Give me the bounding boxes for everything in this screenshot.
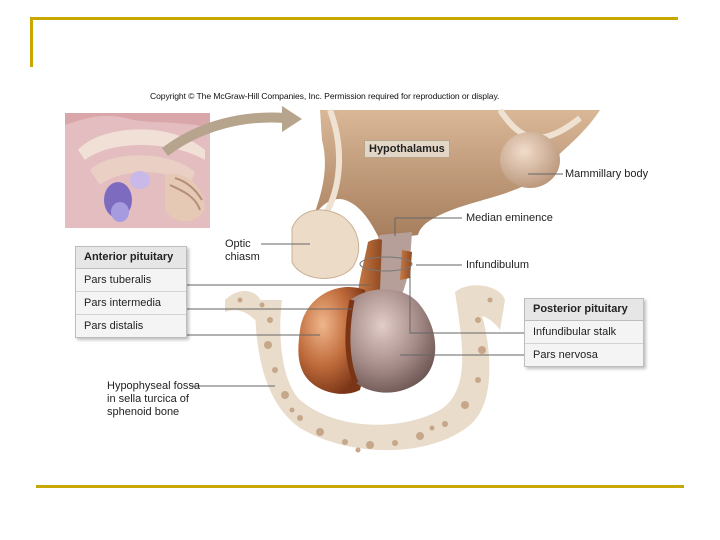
inset-arrow-head [282,106,302,132]
posterior-pituitary-title: Posterior pituitary [525,299,643,321]
inset-arrow [161,112,286,156]
anterior-item-pars-tuberalis: Pars tuberalis [76,269,186,292]
slide-border-left [30,17,33,67]
label-mammillary-body: Mammillary body [565,168,649,180]
label-optic-chiasm: Optic chiasm [225,238,260,263]
anterior-pituitary-box: Anterior pituitary Pars tuberalis Pars i… [75,246,187,338]
label-hypophyseal-fossa: Hypophyseal fossa in sella turcica of sp… [107,380,200,418]
brain-inset [65,113,210,228]
slide-border-top [30,17,678,20]
label-infundibulum: Infundibulum [466,259,529,271]
hypothalamus-tissue [310,108,600,240]
anterior-pituitary-title: Anterior pituitary [76,247,186,269]
anterior-item-pars-intermedia: Pars intermedia [76,292,186,315]
posterior-item-pars-nervosa: Pars nervosa [533,349,598,361]
posterior-lobe [346,289,436,393]
label-hypothalamus: Hypothalamus [364,140,450,158]
mammillary-body [500,132,560,188]
posterior-pituitary-box: Posterior pituitary Infundibular stalk P… [524,298,644,367]
posterior-item-infundibular-stalk: Infundibular stalk [525,321,643,344]
sphenoid-bone [225,285,505,453]
optic-chiasm [291,209,360,279]
infundibulum [358,232,413,300]
leader-lines [185,173,563,387]
label-median-eminence: Median eminence [466,212,553,224]
slide-border-bottom [36,485,684,488]
copyright-notice: Copyright © The McGraw-Hill Companies, I… [150,91,500,101]
anterior-item-pars-distalis: Pars distalis [84,320,144,332]
